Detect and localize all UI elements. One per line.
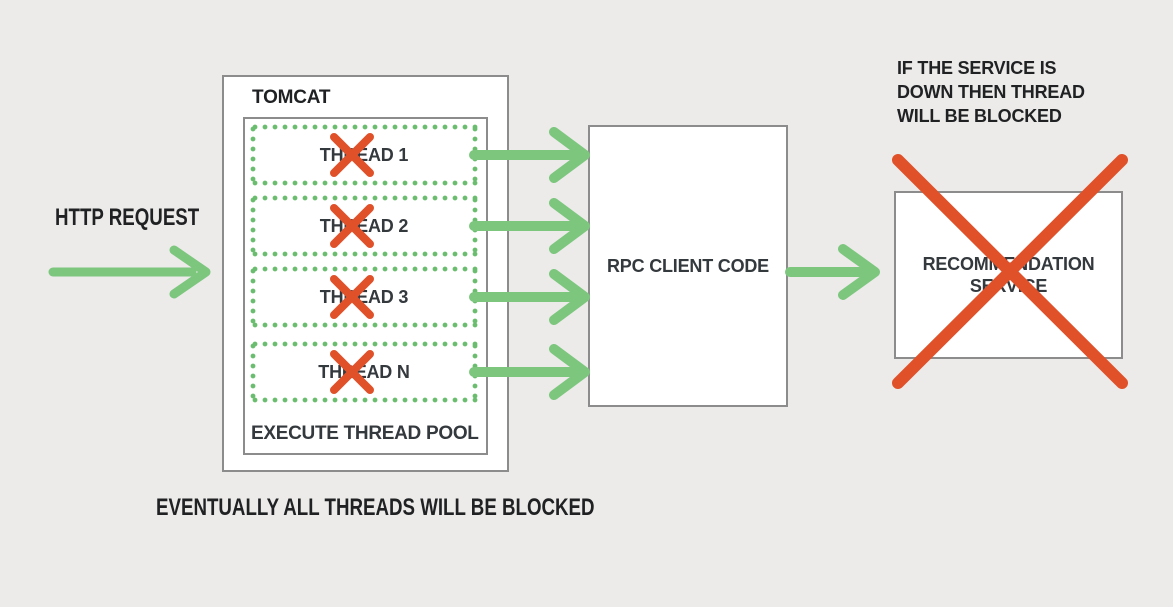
recommendation-service-label-line2: SERVICE (969, 276, 1048, 296)
service-down-note-line3: WILL BE BLOCKED (897, 106, 1062, 126)
thread-row-2: THREAD 2 (250, 195, 478, 257)
rpc-client-code-box: RPC CLIENT CODE (588, 125, 788, 407)
threads-blocked-caption: EVENTUALLY ALL THREADS WILL BE BLOCKED (156, 494, 595, 521)
service-down-note-line1: IF THE SERVICE IS (897, 58, 1057, 78)
thread-n-label: THREAD N (318, 361, 410, 382)
tomcat-box: TOMCAT THREAD 1 THREAD 2 THREAD 3 THREAD… (222, 75, 509, 472)
thread-2-label: THREAD 2 (319, 215, 409, 236)
recommendation-service-label-line1: RECOMMENDATION (922, 254, 1095, 274)
execute-thread-pool-box: THREAD 1 THREAD 2 THREAD 3 THREAD N EXEC… (243, 117, 488, 455)
tomcat-title: TOMCAT (252, 87, 331, 108)
thread-1-label: THREAD 1 (319, 144, 409, 165)
service-down-note: IF THE SERVICE IS DOWN THEN THREAD WILL … (897, 56, 1085, 128)
rpc-client-code-label: RPC CLIENT CODE (606, 255, 769, 276)
execute-thread-pool-label: EXECUTE THREAD POOL (251, 423, 479, 444)
thread-3-label: THREAD 3 (319, 286, 409, 307)
http-request-label: HTTP REQUEST (55, 204, 200, 231)
rpc-to-service-arrow (785, 244, 880, 300)
thread-row-n: THREAD N (250, 341, 478, 403)
recommendation-service-box: RECOMMENDATION SERVICE (894, 191, 1123, 359)
thread-row-3: THREAD 3 (250, 266, 478, 328)
http-request-arrow (48, 245, 211, 299)
thread-row-1: THREAD 1 (250, 124, 478, 186)
service-down-note-line2: DOWN THEN THREAD (897, 82, 1085, 102)
